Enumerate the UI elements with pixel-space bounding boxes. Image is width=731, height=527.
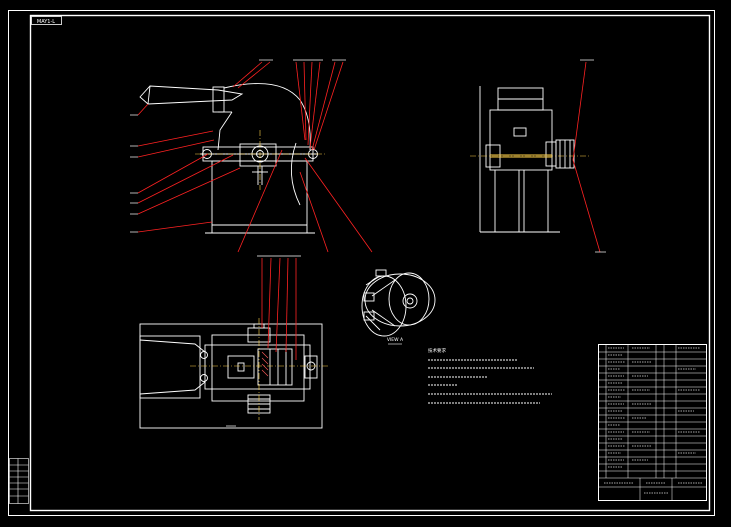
side-view xyxy=(470,59,606,253)
code-tag-text: MAY1-L xyxy=(37,19,55,25)
title-block xyxy=(598,344,707,501)
side-view-leader-lines xyxy=(572,61,601,253)
front-view-leader-lines xyxy=(137,61,373,253)
code-tag-box: MAY1-L xyxy=(31,16,62,25)
front-view xyxy=(130,59,373,253)
revision-strip xyxy=(9,458,29,504)
front-view-outline xyxy=(139,83,318,234)
plan-view-leader-lines xyxy=(261,257,297,360)
notes-title: 技术要求 xyxy=(428,347,446,354)
technical-notes: 技术要求 xyxy=(428,347,552,404)
plan-view xyxy=(139,255,330,429)
view-caption-text: VIEW A xyxy=(387,337,404,343)
rotor-detail: VIEW A xyxy=(361,269,436,345)
sheet-border xyxy=(8,10,715,516)
